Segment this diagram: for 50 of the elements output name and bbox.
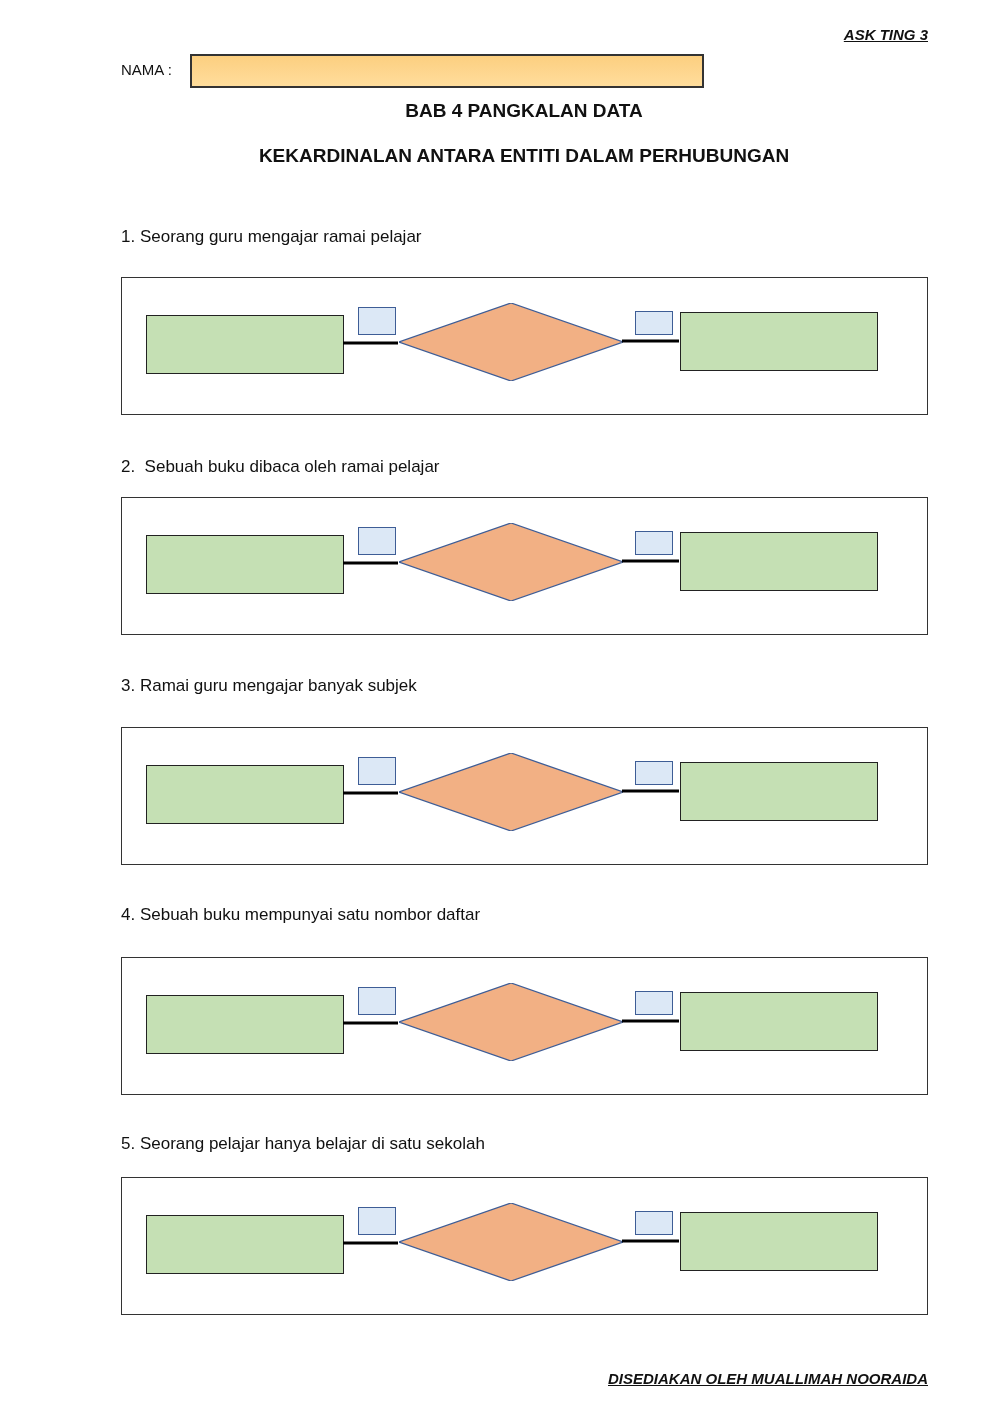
entity-rectangle (680, 312, 878, 371)
cardinality-answer-box (635, 1211, 673, 1235)
relationship-diamond (399, 753, 623, 831)
connector-line (343, 1021, 398, 1025)
cardinality-answer-box (358, 527, 396, 555)
cardinality-answer-box (358, 987, 396, 1015)
entity-rectangle (146, 315, 344, 374)
question-panel (121, 497, 928, 635)
question-text: 5. Seorang pelajar hanya belajar di satu sekolah (121, 1134, 485, 1154)
entity-rectangle (680, 532, 878, 591)
entity-rectangle (146, 765, 344, 824)
relationship-diamond (399, 303, 623, 381)
connector-line (622, 1019, 679, 1023)
entity-rectangle (680, 1212, 878, 1271)
question-panel (121, 727, 928, 865)
connector-line (343, 1241, 398, 1245)
cardinality-answer-box (635, 531, 673, 555)
question-panel (121, 957, 928, 1095)
question-text: 4. Sebuah buku mempunyai satu nombor daftar (121, 905, 481, 925)
entity-rectangle (146, 535, 344, 594)
question-panel (121, 277, 928, 415)
relationship-diamond (399, 1203, 623, 1281)
entity-rectangle (680, 762, 878, 821)
connector-line (343, 341, 398, 345)
cardinality-answer-box (635, 991, 673, 1015)
name-label: NAMA : (121, 61, 172, 78)
question-text: 1. Seorang guru mengajar ramai pelajar (121, 227, 422, 247)
entity-rectangle (146, 1215, 344, 1274)
cardinality-answer-box (358, 307, 396, 335)
cardinality-answer-box (358, 757, 396, 785)
connector-line (343, 561, 398, 565)
relationship-diamond (399, 523, 623, 601)
relationship-diamond (399, 983, 623, 1061)
class-label: ASK TING 3 (843, 26, 928, 43)
connector-line (343, 791, 398, 795)
entity-rectangle (680, 992, 878, 1051)
question-text: 3. Ramai guru mengajar banyak subjek (121, 676, 417, 696)
entity-rectangle (146, 995, 344, 1054)
cardinality-answer-box (358, 1207, 396, 1235)
question-panel (121, 1177, 928, 1315)
connector-line (622, 559, 679, 563)
cardinality-answer-box (635, 311, 673, 335)
cardinality-answer-box (635, 761, 673, 785)
question-text: 2. Sebuah buku dibaca oleh ramai pelajar (121, 457, 440, 477)
worksheet-subtitle: KEKARDINALAN ANTARA ENTITI DALAM PERHUBUNGAN (258, 145, 790, 167)
connector-line (622, 1239, 679, 1243)
connector-line (622, 789, 679, 793)
connector-line (622, 339, 679, 343)
author-credit: DISEDIAKAN OLEH MUALLIMAH NOORAIDA (608, 1370, 928, 1387)
worksheet-title: BAB 4 PANGKALAN DATA (405, 100, 643, 122)
